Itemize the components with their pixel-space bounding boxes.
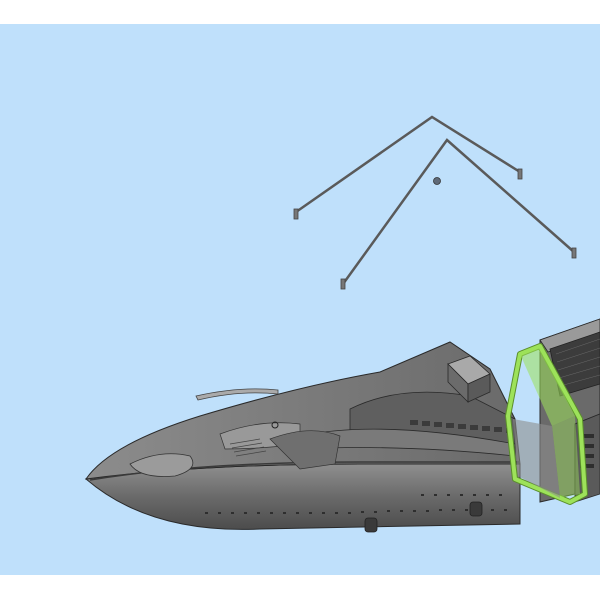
cable-upper[interactable]	[295, 115, 521, 214]
ship-aft-section[interactable]	[505, 318, 600, 505]
selection-highlight	[505, 343, 588, 505]
cable-end-cap	[293, 208, 299, 220]
cable-end-cap	[571, 247, 577, 259]
ship-bow-section[interactable]	[84, 341, 521, 533]
pivot-marker-icon[interactable]	[433, 177, 441, 185]
cable-end-cap	[340, 278, 346, 290]
deckhouse-block	[447, 355, 491, 403]
hull-door	[364, 517, 378, 533]
hull-door	[469, 501, 483, 517]
viewport-canvas[interactable]	[0, 24, 600, 575]
cable-wire-assembly[interactable]	[293, 115, 577, 290]
cable-end-cap	[517, 168, 523, 180]
cable-lower[interactable]	[341, 138, 575, 285]
3d-viewport[interactable]	[0, 24, 600, 575]
